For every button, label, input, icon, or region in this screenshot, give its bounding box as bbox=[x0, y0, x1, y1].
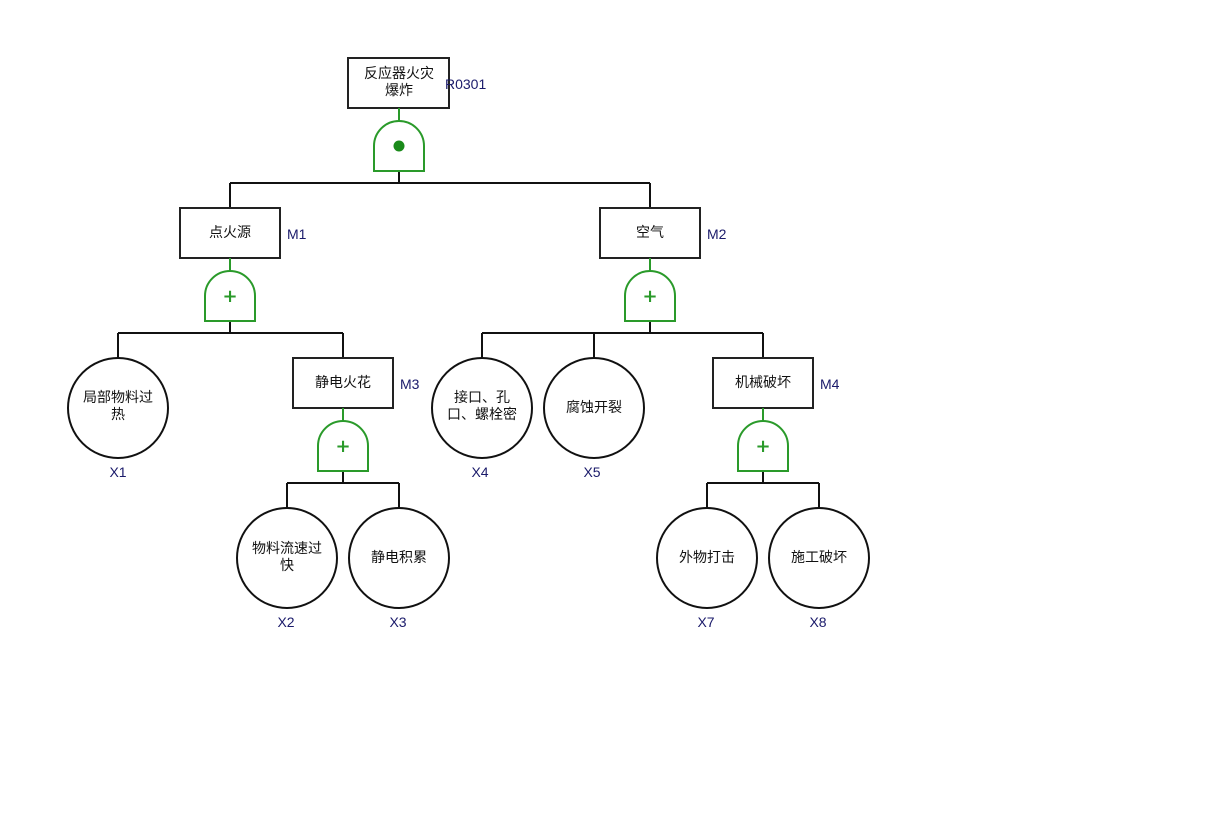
or-gate-icon bbox=[204, 270, 256, 322]
event-id: X4 bbox=[471, 464, 488, 480]
event-id: X3 bbox=[389, 614, 406, 630]
intermediate-event-m2[interactable]: 空气 M2 bbox=[599, 207, 727, 259]
basic-event-x8[interactable]: 施工破坏 X8 bbox=[768, 507, 870, 630]
event-circle[interactable] bbox=[236, 507, 338, 609]
event-label-line1: 反应器火灾 bbox=[364, 65, 434, 82]
event-label-line2: 快 bbox=[280, 558, 294, 574]
event-label: 静电火花 bbox=[315, 375, 371, 391]
intermediate-event-m1[interactable]: 点火源 M1 bbox=[179, 207, 307, 259]
event-box[interactable] bbox=[712, 357, 814, 409]
intermediate-event-m3[interactable]: 静电火花 M3 bbox=[292, 357, 420, 409]
basic-event-x4[interactable]: 接口、孔 口、螺栓密 X4 bbox=[431, 357, 533, 480]
event-label: 点火源 bbox=[209, 225, 251, 241]
event-id: X8 bbox=[809, 614, 826, 630]
event-circle[interactable] bbox=[431, 357, 533, 459]
event-id: M3 bbox=[400, 376, 420, 392]
intermediate-event-m4[interactable]: 机械破坏 M4 bbox=[712, 357, 840, 409]
event-id: M2 bbox=[707, 226, 727, 242]
event-circle[interactable] bbox=[768, 507, 870, 609]
event-label: 空气 bbox=[636, 225, 664, 241]
basic-event-x1[interactable]: 局部物料过 热 X1 bbox=[67, 357, 169, 480]
event-id: X2 bbox=[277, 614, 294, 630]
event-label: 外物打击 bbox=[679, 549, 735, 566]
or-gate: + bbox=[737, 408, 789, 472]
event-label: 腐蚀开裂 bbox=[566, 399, 622, 416]
event-label: 施工破坏 bbox=[791, 550, 847, 566]
event-label: 机械破坏 bbox=[735, 375, 791, 391]
or-gate-icon bbox=[624, 270, 676, 322]
plus-icon: + bbox=[335, 436, 350, 457]
basic-event-x3[interactable]: 静电积累 X3 bbox=[348, 507, 450, 630]
event-label-line1: 接口、孔 bbox=[454, 389, 510, 406]
event-id: M4 bbox=[820, 376, 840, 392]
event-circle[interactable] bbox=[348, 507, 450, 609]
plus-icon: + bbox=[755, 436, 770, 457]
event-id: X1 bbox=[109, 464, 126, 480]
or-gate-icon bbox=[737, 420, 789, 472]
or-gate: + bbox=[204, 258, 256, 322]
event-label-line1: 局部物料过 bbox=[83, 390, 153, 406]
event-box[interactable] bbox=[179, 207, 281, 259]
top-event[interactable]: 反应器火灾 爆炸 R0301 bbox=[347, 57, 486, 109]
or-gate: + bbox=[624, 258, 676, 322]
event-circle[interactable] bbox=[656, 507, 758, 609]
event-id: X7 bbox=[697, 614, 714, 630]
plus-icon: + bbox=[642, 286, 657, 307]
or-gate: + bbox=[317, 408, 369, 472]
event-circle[interactable] bbox=[67, 357, 169, 459]
event-label: 静电积累 bbox=[371, 550, 427, 566]
event-label-line1: 物料流速过 bbox=[252, 541, 322, 557]
event-id: M1 bbox=[287, 226, 307, 242]
event-circle[interactable] bbox=[543, 357, 645, 459]
event-label-line2: 口、螺栓密 bbox=[447, 406, 517, 423]
and-gate bbox=[373, 108, 425, 172]
basic-event-x7[interactable]: 外物打击 X7 bbox=[656, 507, 758, 630]
event-label-line2: 爆炸 bbox=[385, 83, 413, 99]
event-box[interactable] bbox=[599, 207, 701, 259]
connectors bbox=[117, 171, 820, 508]
event-label-line2: 热 bbox=[111, 407, 125, 423]
plus-icon: + bbox=[222, 286, 237, 307]
or-gate-icon bbox=[317, 420, 369, 472]
event-id: X5 bbox=[583, 464, 600, 480]
basic-event-x5[interactable]: 腐蚀开裂 X5 bbox=[543, 357, 645, 480]
basic-event-x2[interactable]: 物料流速过 快 X2 bbox=[236, 507, 338, 630]
event-box[interactable] bbox=[347, 57, 450, 109]
event-id: R0301 bbox=[445, 76, 486, 92]
and-dot-icon bbox=[393, 140, 405, 152]
